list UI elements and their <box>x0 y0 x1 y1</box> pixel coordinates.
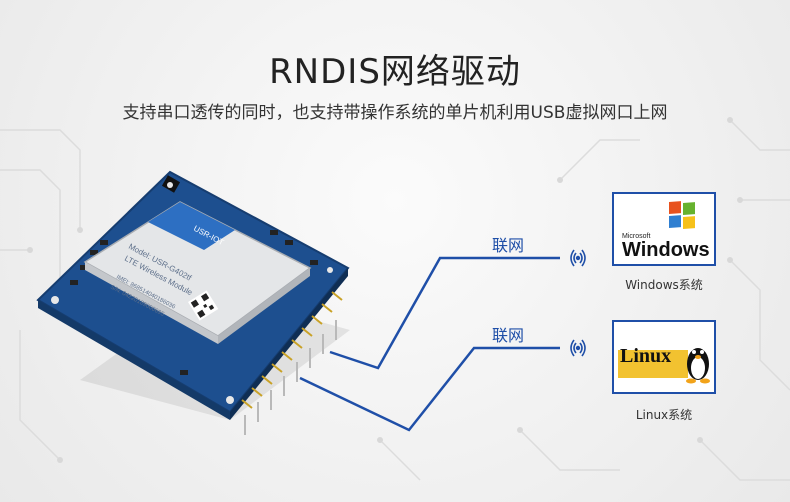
windows-caption: Windows系统 <box>625 278 703 292</box>
page-title: RNDIS网络驱动 <box>269 52 521 92</box>
windows-logo-card: Microsoft Windows <box>612 192 716 266</box>
windows-logo-icon: Microsoft Windows <box>622 201 710 261</box>
tux-penguin-icon <box>686 348 710 384</box>
link-label-linux: 联网 <box>492 326 525 345</box>
linux-caption: Linux系统 <box>635 408 693 422</box>
windows-logo-small-text: Microsoft <box>622 233 650 240</box>
link-label-windows: 联网 <box>492 236 525 255</box>
wifi-signal-icon <box>570 339 586 357</box>
linux-logo-icon: Linux <box>618 345 710 384</box>
windows-logo-text: Windows <box>622 239 710 261</box>
module-board-image: USR-IOT Model: USR-G402tf LTE Wireless M… <box>36 170 350 435</box>
linux-logo-card: Linux <box>612 320 716 394</box>
page-subtitle: 支持串口透传的同时，也支持带操作系统的单片机利用USB虚拟网口上网 <box>122 103 668 123</box>
wifi-signal-icon <box>570 249 586 267</box>
linux-logo-text: Linux <box>620 345 671 367</box>
